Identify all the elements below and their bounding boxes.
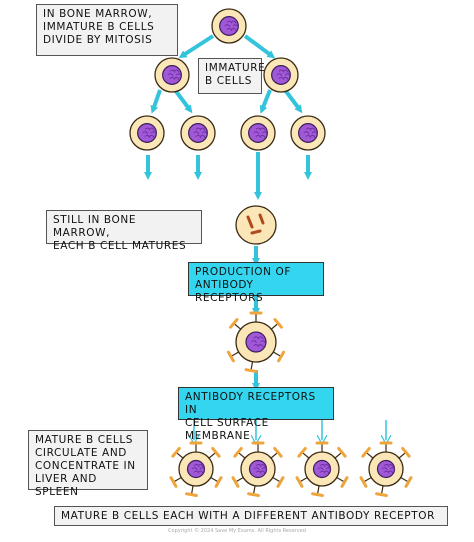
immature-b-cell-4 (290, 115, 326, 151)
copyright-watermark: Copyright © 2024 Save My Exams. All Righ… (168, 528, 306, 534)
immature-b-cell-3 (240, 115, 276, 151)
arrows (144, 34, 386, 440)
arrow-right-b (283, 88, 303, 114)
cells (129, 8, 413, 497)
membrane-box: ANTIBODY RECEPTORS IN CELL SURFACE MEMBR… (178, 387, 334, 442)
arrow-right-a (259, 89, 272, 114)
immature-b-cell-right (263, 57, 299, 93)
mature-b-cell-1 (169, 441, 223, 497)
mature-b-cell-2 (231, 441, 285, 497)
circulation-note: MATURE B CELLS CIRCULATE AND CONCENTRATE… (28, 430, 148, 498)
mitosis-note: IN BONE MARROW, IMMATURE B CELLS DIVIDE … (36, 4, 178, 56)
mature-b-cell-4 (359, 441, 413, 497)
arrow-left-b (173, 88, 193, 114)
production-box: PRODUCTION OF ANTIBODY RECEPTORS (188, 262, 324, 304)
maturing-b-cell (235, 205, 277, 245)
maturation-note: STILL IN BONE MARROW, EACH B CELL MATURE… (46, 210, 202, 252)
mature-receptor-caption: MATURE B CELLS EACH WITH A DIFFERENT ANT… (54, 506, 448, 526)
immature-b-cell-2 (180, 115, 216, 151)
arrow-split-left (178, 34, 215, 59)
arrow-left-a (150, 89, 162, 114)
b-cell-with-receptors (226, 311, 286, 373)
immature-b-cell-1 (129, 115, 165, 151)
mature-b-cell-3 (295, 441, 349, 497)
immature-b-cell-left (154, 57, 190, 93)
arrow-split-right (243, 34, 276, 59)
immature-b-cell-parent (211, 8, 247, 44)
immature-b-cells-label: IMMATURE B CELLS (198, 58, 265, 94)
